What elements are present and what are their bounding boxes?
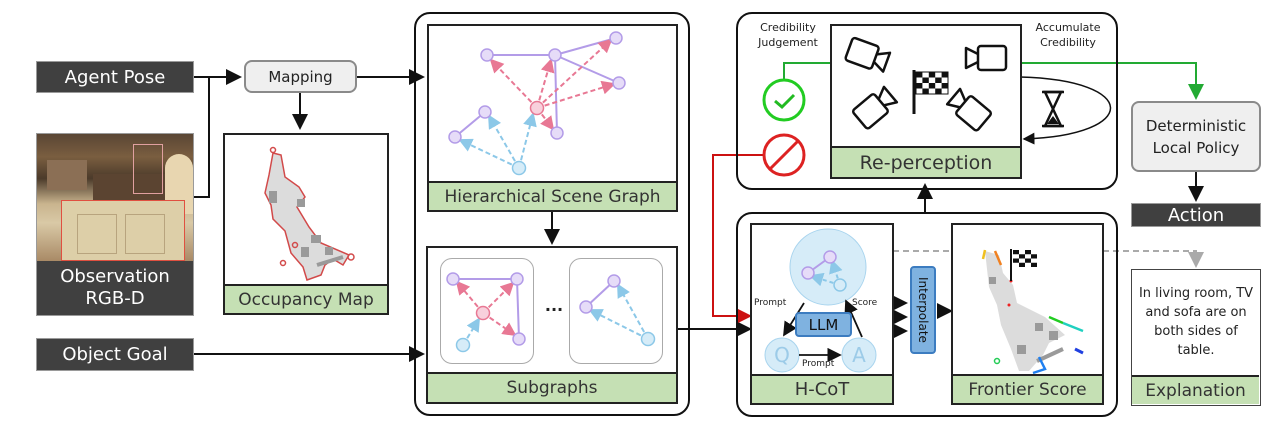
subgraphs-label: Subgraphs <box>506 378 598 398</box>
frontier-label: Frontier Score <box>968 379 1087 400</box>
object-goal-box: Object Goal <box>36 338 194 371</box>
subgraphs-label-band: Subgraphs <box>428 372 676 402</box>
mapping-label: Mapping <box>268 67 333 86</box>
hcot-prompt-bottom: Prompt <box>802 359 835 369</box>
interpolate-label: Interpolate <box>916 277 930 343</box>
hcot-graphic <box>764 228 877 373</box>
reperception-group <box>736 12 1118 190</box>
frontier-panel: Frontier Score <box>951 223 1104 405</box>
frontier-label-band: Frontier Score <box>953 374 1102 403</box>
scene-graph-group <box>414 12 690 416</box>
observation-label-line1: Observation <box>60 266 170 287</box>
subgraph-2 <box>569 258 663 364</box>
scene-graph-label-band: Hierarchical Scene Graph <box>429 181 676 210</box>
arrow-reject-to-hcot <box>712 154 766 324</box>
hcot-label-band: H-CoT <box>752 374 892 403</box>
credibility-judgement-label: Credibility Judgement <box>758 21 818 49</box>
local-policy-box: Deterministic Local Policy <box>1131 101 1261 172</box>
checkered-flag-icon <box>912 70 949 114</box>
subgraphs-ellipsis: ... <box>544 296 564 315</box>
reperception-panel: Re-perception <box>830 24 1022 179</box>
arrow-accept-to-policy <box>1020 62 1204 100</box>
hcot-q-label: Q <box>774 343 790 367</box>
object-goal-label: Object Goal <box>62 344 168 365</box>
interpolate-box: Interpolate <box>910 266 936 354</box>
scene-graph-graphic <box>448 31 626 176</box>
accept-check-icon <box>762 78 806 122</box>
hcot-label: H-CoT <box>794 379 850 400</box>
occupancy-map-label: Occupancy Map <box>238 289 374 310</box>
explanation-text: In living room, TV and sofa are on both … <box>1138 286 1254 358</box>
line-observation-to-mapping <box>194 77 210 198</box>
frontier-flag-icon <box>1010 249 1037 281</box>
hcot-panel: Q A Prompt Prompt Score LLM H-CoT <box>750 223 894 405</box>
mapping-box: Mapping <box>244 60 357 93</box>
hcot-prompt-left: Prompt <box>754 298 787 308</box>
explanation-label: Explanation <box>1145 380 1246 401</box>
scene-graph-panel: Hierarchical Scene Graph <box>427 24 678 212</box>
occupancy-map-label-band: Occupancy Map <box>225 284 387 313</box>
action-label: Action <box>1167 204 1225 226</box>
accumulate-loop <box>1019 76 1112 145</box>
llm-label: LLM <box>808 315 839 334</box>
occupancy-map-graphic <box>264 146 355 281</box>
observation-box: Observation RGB-D <box>36 133 194 316</box>
scene-graph-label: Hierarchical Scene Graph <box>444 186 661 207</box>
subgraphs-panel: ... Subgraphs <box>426 246 678 404</box>
subgraph-1 <box>440 258 534 364</box>
observation-image <box>37 134 193 261</box>
agent-pose-box: Agent Pose <box>36 61 194 93</box>
explanation-label-band: Explanation <box>1132 375 1259 404</box>
hcot-group <box>736 212 1118 417</box>
llm-box: LLM <box>795 312 852 337</box>
frontier-map-graphic <box>981 249 1084 375</box>
local-policy-line1: Deterministic <box>1145 116 1247 135</box>
reject-prohibited-icon <box>762 133 806 177</box>
reperception-label: Re-perception <box>859 151 993 174</box>
reperception-graphic <box>844 36 1008 132</box>
observation-label-line2: RGB-D <box>85 288 145 309</box>
reperception-label-band: Re-perception <box>832 146 1020 177</box>
occupancy-map-panel: Occupancy Map <box>223 133 389 315</box>
dashed-to-explanation <box>893 251 1196 266</box>
agent-pose-label: Agent Pose <box>64 66 166 88</box>
explanation-panel: In living room, TV and sofa are on both … <box>1131 269 1261 406</box>
observation-label: Observation RGB-D <box>37 261 193 315</box>
hcot-a-label: A <box>852 343 866 367</box>
hcot-score: Score <box>852 298 878 308</box>
camera-icon <box>844 36 1008 132</box>
accumulate-credibility-label: Accumulate Credibility <box>1035 21 1101 49</box>
action-box: Action <box>1131 203 1261 227</box>
local-policy-line2: Local Policy <box>1152 138 1240 157</box>
